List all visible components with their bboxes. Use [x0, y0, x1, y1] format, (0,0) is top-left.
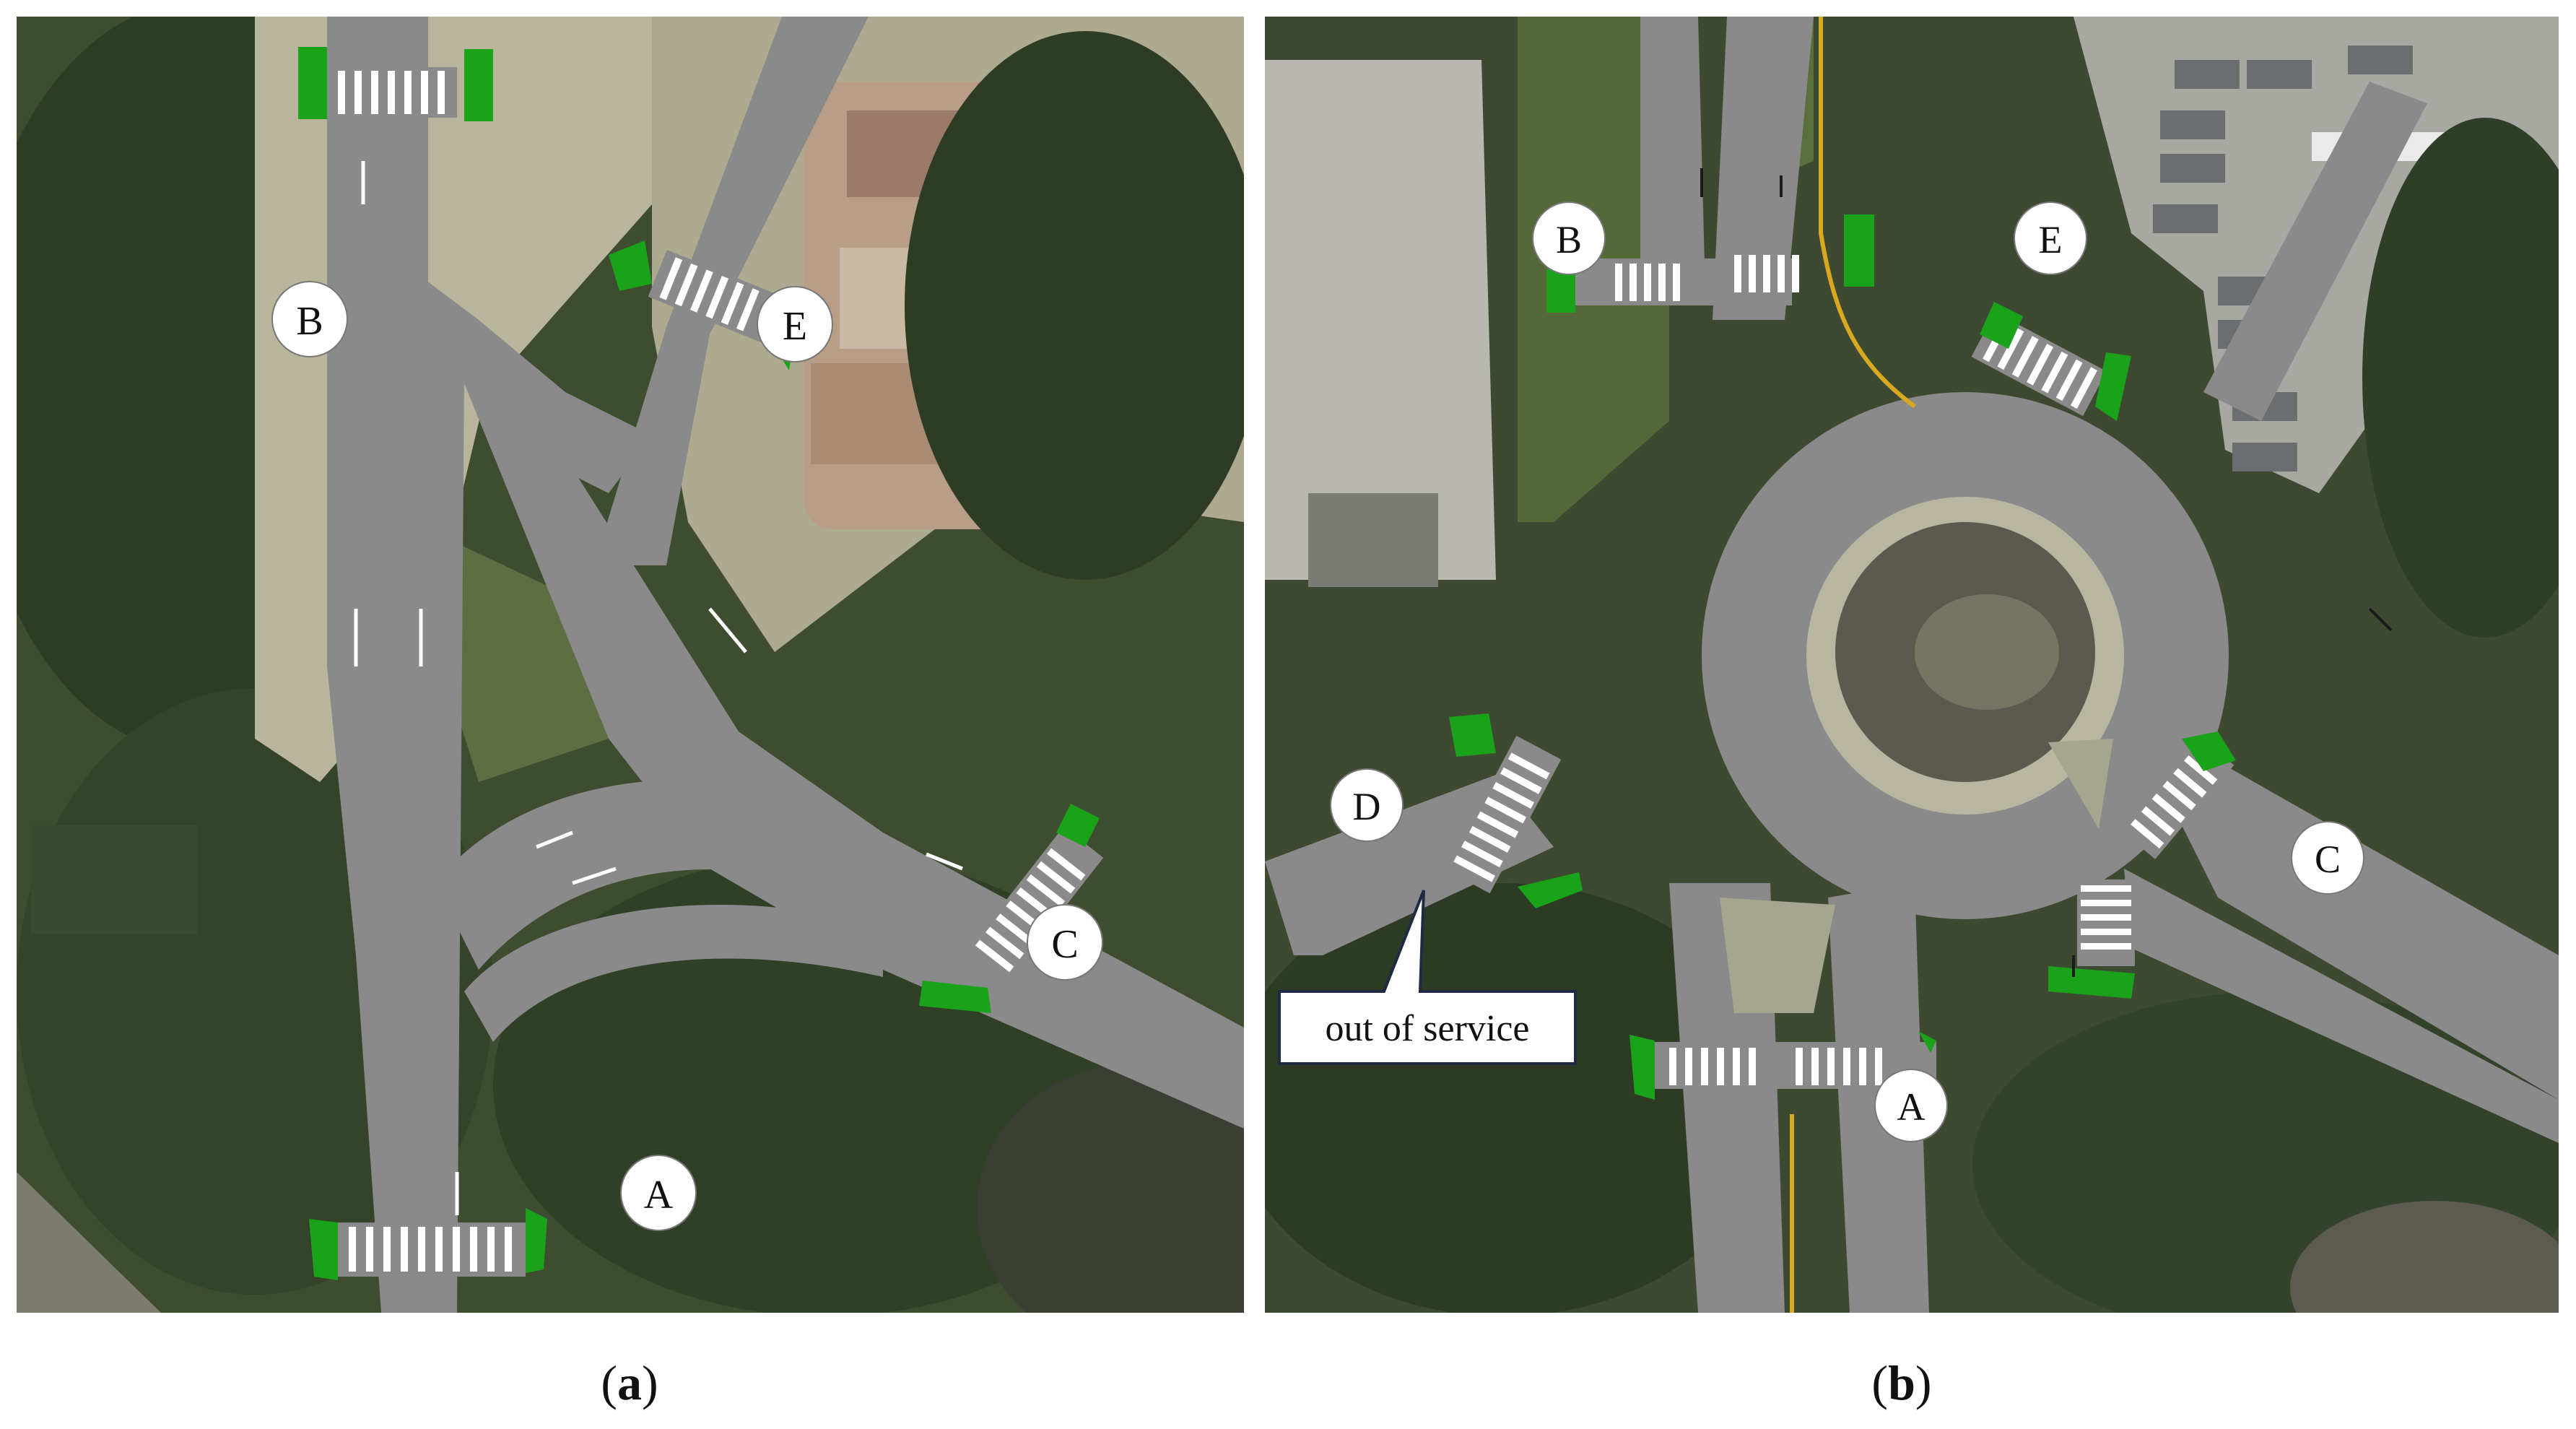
- callout-text: out of service: [1325, 1008, 1529, 1049]
- road-edge-marking: [1819, 17, 1916, 409]
- approach-label-text: B: [1556, 218, 1582, 261]
- waiting-area: [464, 49, 493, 121]
- approach-label-text: C: [1051, 922, 1078, 967]
- tree-canopy: [977, 1064, 1244, 1313]
- approach-label-a: A: [1874, 1069, 1948, 1142]
- roundabout-b-map: B E C A D out of service: [1265, 17, 2559, 1313]
- approach-label-text: B: [296, 299, 323, 344]
- approach-label-e: E: [2014, 201, 2087, 275]
- central-island-planting: [1915, 594, 2059, 710]
- approach-label-text: D: [1353, 785, 1381, 828]
- crosswalk-a: [309, 1208, 547, 1280]
- approach-label-b: B: [1532, 201, 1606, 275]
- approach-label-text: C: [2315, 838, 2341, 881]
- waiting-area: [1546, 269, 1575, 313]
- intersection-a-map: B E C A: [17, 17, 1244, 1313]
- approach-label-c: C: [2291, 821, 2364, 895]
- map-panel-b: B E C A D out of service: [1265, 17, 2559, 1313]
- crosswalk-c-bypass: [2048, 879, 2135, 999]
- tree-patch: [31, 825, 197, 934]
- waiting-area: [1629, 1035, 1655, 1100]
- waiting-area: [1844, 214, 1874, 287]
- waiting-area: [1918, 1031, 1936, 1053]
- crosswalk-e: [648, 249, 781, 343]
- approach-label-text: A: [1897, 1085, 1926, 1129]
- waiting-area: [2095, 352, 2131, 421]
- map-panel-a: B E C A: [17, 17, 1244, 1313]
- building-rooftop: [1308, 493, 1438, 587]
- lane-markings: [354, 161, 963, 1215]
- approach-label-a: A: [620, 1155, 697, 1231]
- approach-label-text: A: [644, 1173, 674, 1217]
- building-rooftop: [1265, 60, 1496, 580]
- pavement: [17, 1172, 161, 1313]
- waiting-area: [1518, 872, 1583, 908]
- waiting-area: [2182, 731, 2236, 771]
- waiting-area: [2048, 966, 2135, 999]
- panel-caption-a: (a): [601, 1355, 658, 1410]
- approach-label-d: D: [1330, 768, 1404, 842]
- waiting-area: [1449, 713, 1496, 757]
- crosswalk-b: [1546, 214, 1874, 313]
- waiting-area: [1980, 302, 2023, 349]
- approach-label-text: E: [783, 304, 807, 349]
- waiting-area: [526, 1208, 547, 1273]
- grass-island: [443, 537, 609, 782]
- waiting-area: [1056, 804, 1100, 847]
- waiting-area: [919, 981, 991, 1013]
- approach-label-b: B: [271, 281, 348, 357]
- crosswalk-d: [1445, 735, 1562, 894]
- approach-label-e: E: [757, 286, 833, 362]
- splitter-island: [2048, 739, 2113, 829]
- approach-label-c: C: [1027, 904, 1103, 981]
- splitter-island: [1720, 898, 1835, 1013]
- out-of-service-callout: out of service: [1278, 890, 1577, 1065]
- crosswalk-c: [965, 826, 1104, 983]
- tree-canopy: [2362, 118, 2559, 638]
- lane-markings: [1700, 168, 2393, 977]
- building-rooftop: [2290, 1201, 2559, 1313]
- panel-caption-b: (b): [1871, 1355, 1932, 1410]
- waiting-area: [609, 240, 652, 291]
- waiting-area: [298, 47, 327, 119]
- tree-canopy: [905, 31, 1244, 580]
- crosswalk-b: [298, 47, 493, 121]
- waiting-area: [309, 1219, 338, 1280]
- approach-label-text: E: [2039, 218, 2063, 261]
